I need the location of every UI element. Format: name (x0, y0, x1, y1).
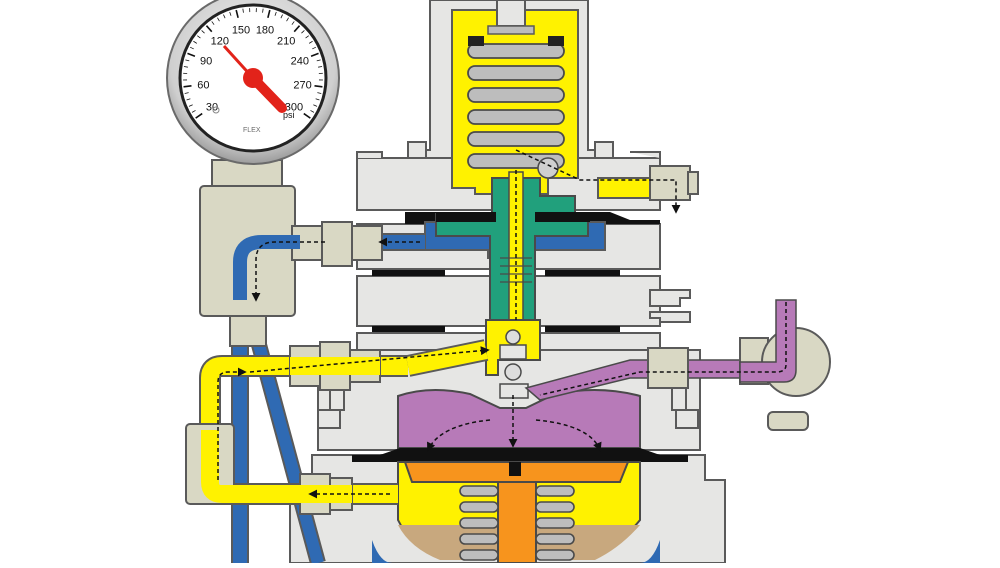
gauge-tick (184, 86, 192, 87)
gauge-brand: FLEX (243, 127, 261, 134)
spring-seat (548, 36, 564, 46)
pilot-seat (500, 345, 526, 359)
loading-fitting (648, 348, 688, 388)
side-ports (650, 290, 690, 322)
pilot-diaphragm-plate (436, 212, 496, 222)
restrictor-spring (500, 384, 528, 398)
bolt-lug (676, 410, 698, 428)
bolt-lug (672, 388, 686, 410)
pilot-ball (506, 330, 520, 344)
bolt-lug (330, 388, 344, 410)
gauge-tick-label: 120 (211, 36, 229, 48)
middle-diaphragm (372, 270, 445, 276)
spring-button (488, 26, 534, 34)
middle-diaphragm (545, 270, 620, 276)
tee-nut (230, 316, 266, 346)
stem-cap (509, 462, 521, 476)
bolt-lug (595, 142, 613, 158)
fitting-nut (352, 226, 382, 260)
gauge-hub (243, 68, 263, 88)
gauge-tick-label: 210 (277, 36, 295, 48)
gauge-tick-label: 60 (197, 79, 209, 91)
adjusting-screw (497, 0, 525, 26)
main-diaphragm (352, 448, 688, 462)
gauge-tick-label: 180 (256, 24, 274, 36)
orange-valve-stem (498, 482, 536, 563)
gauge-tick-label: 90 (200, 55, 212, 67)
gauge-tick-label: 30 (206, 102, 218, 114)
lower-diaphragm (545, 326, 620, 332)
elbow-plug (768, 412, 808, 430)
pilot-ball (505, 364, 521, 380)
gauge-tick-label: 150 (232, 24, 250, 36)
lower-diaphragm (372, 326, 445, 332)
pilot-diaphragm-plate (535, 212, 590, 222)
gauge-tick-label: 270 (293, 79, 311, 91)
gauge-tick-label: 240 (291, 55, 309, 67)
bolt-lug (408, 142, 426, 158)
pilot-spring-chamber (452, 0, 578, 194)
fitting-nut (322, 222, 352, 266)
bolt-lug (318, 410, 340, 428)
gauge-tick (315, 86, 323, 87)
spring-seat (468, 36, 484, 46)
